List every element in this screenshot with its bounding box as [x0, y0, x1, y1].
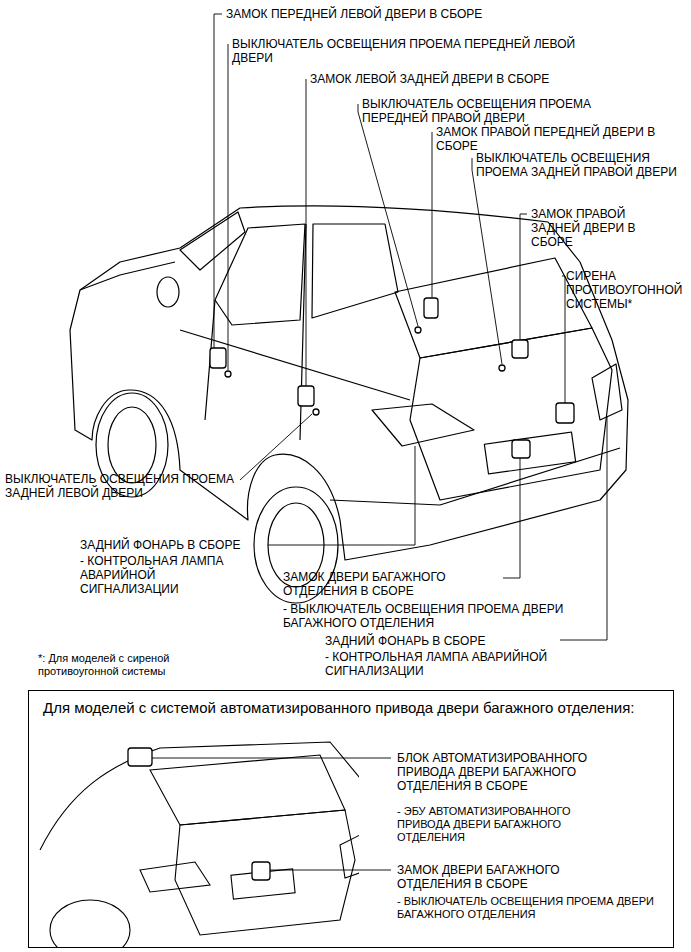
inset-tail-light: [340, 835, 359, 878]
part-label: ЗАМОК ПРАВОЙ ПЕРЕДНЕЙ ДВЕРИ В СБОРЕ: [436, 125, 681, 153]
leader-line: [432, 132, 433, 298]
part-symbol: [298, 386, 314, 406]
part-label: ЗАМОК ПРАВОЙ ЗАДНЕЙ ДВЕРИ В СБОРЕ: [531, 207, 649, 249]
part-symbol: [225, 371, 231, 377]
inset-rear-window: [150, 755, 345, 825]
windshield: [180, 212, 245, 270]
part-label: ЗАДНИЙ ФОНАРЬ В СБОРЕ: [80, 538, 340, 552]
part-symbol: [128, 748, 152, 766]
leader-line: [152, 758, 391, 759]
part-symbol: [424, 298, 438, 318]
part-label: - ВЫКЛЮЧАТЕЛЬ ОСВЕЩЕНИЯ ПРОЕМА ДВЕРИ БАГ…: [283, 602, 573, 630]
leader-line: [270, 870, 391, 871]
part-symbol: [512, 340, 528, 358]
part-label: - КОНТРОЛЬНАЯ ЛАМПА АВАРИЙНОЙ СИГНАЛИЗАЦ…: [325, 650, 550, 678]
leader-line: [268, 446, 415, 545]
part-label: - КОНТРОЛЬНАЯ ЛАМПА АВАРИЙНОЙ СИГНАЛИЗАЦ…: [80, 554, 250, 596]
side-crease: [180, 330, 410, 400]
inset-frame: Для моделей с системой автоматизированно…: [28, 690, 674, 948]
inset-tail-light: [140, 862, 210, 892]
side-mirror: [157, 277, 179, 307]
part-symbol: [556, 403, 574, 423]
inset-wheel: [50, 900, 130, 947]
part-label: ЗАМОК ДВЕРИ БАГАЖНОГО ОТДЕЛЕНИЯ В СБОРЕ: [283, 570, 498, 598]
left-tail-light: [372, 404, 474, 446]
door-line-front: [205, 224, 306, 440]
hood: [80, 262, 175, 290]
part-label: ВЫКЛЮЧАТЕЛЬ ОСВЕЩЕНИЯ ПРОЕМА ЗАДНЕЙ ПРАВ…: [476, 151, 681, 179]
tailgate: [410, 328, 612, 500]
part-label: - ЭБУ АВТОМАТИЗИРОВАННОГО ПРИВОДА ДВЕРИ …: [397, 805, 612, 844]
part-symbol: [210, 348, 226, 368]
inset-leaders: [152, 758, 391, 870]
leader-line: [562, 276, 565, 403]
part-label: ЗАМОК ДВЕРИ БАГАЖНОГО ОТДЕЛЕНИЯ В СБОРЕ: [397, 863, 637, 891]
front-tire-inner: [108, 407, 156, 483]
car-body: [70, 206, 628, 603]
body-outline: [70, 206, 628, 560]
front-side-window: [215, 224, 305, 325]
leader-line: [306, 79, 307, 386]
right-tail-light: [592, 364, 622, 420]
leader-line: [472, 158, 502, 364]
license-plate: [484, 432, 575, 474]
part-label: ЗАМОК ПЕРЕДНЕЙ ЛЕВОЙ ДВЕРИ В СБОРЕ: [226, 7, 666, 21]
part-symbol: [499, 365, 505, 371]
part-symbol: [415, 327, 421, 333]
leader-line: [358, 104, 418, 326]
part-label: СИРЕНА ПРОТИВОУГОННОЙ СИСТЕМЫ*: [566, 269, 686, 311]
inset-car: [40, 742, 359, 947]
part-symbol: [313, 409, 319, 415]
part-symbol: [252, 862, 270, 880]
part-label: ЗАДНИЙ ФОНАРЬ В СБОРЕ: [325, 634, 565, 648]
leader-line: [228, 44, 229, 370]
part-label: ЗАМОК ЛЕВОЙ ЗАДНЕЙ ДВЕРИ В СБОРЕ: [310, 72, 680, 86]
inset-heading: Для моделей с системой автоматизированно…: [29, 691, 673, 717]
inset-body: [40, 742, 359, 945]
inset-parts: [128, 748, 270, 880]
part-label: ВЫКЛЮЧАТЕЛЬ ОСВЕЩЕНИЯ ПРОЕМА ПЕРЕДНЕЙ ПР…: [362, 97, 637, 125]
part-label: БЛОК АВТОМАТИЗИРОВАННОГО ПРИВОДА ДВЕРИ Б…: [397, 751, 647, 793]
part-symbols: [210, 298, 574, 458]
leader-line: [503, 458, 520, 578]
rear-side-window: [312, 224, 398, 318]
part-label: ВЫКЛЮЧАТЕЛЬ ОСВЕЩЕНИЯ ПРОЕМА ЗАДНЕЙ ЛЕВО…: [5, 472, 235, 500]
leader-line: [520, 214, 527, 340]
footnote: *: Для моделей с сиреной противоугонной …: [38, 652, 223, 678]
part-symbol: [512, 440, 530, 458]
rear-bumper: [330, 448, 620, 505]
leader-line: [560, 416, 607, 640]
part-label: - ВЫКЛЮЧАТЕЛЬ ОСВЕЩЕНИЯ ПРОЕМА ДВЕРИ БАГ…: [397, 895, 672, 921]
leader-line: [214, 14, 222, 348]
part-label: ВЫКЛЮЧАТЕЛЬ ОСВЕЩЕНИЯ ПРОЕМА ПЕРЕДНЕЙ ЛЕ…: [232, 37, 602, 65]
leader-line: [240, 414, 312, 480]
